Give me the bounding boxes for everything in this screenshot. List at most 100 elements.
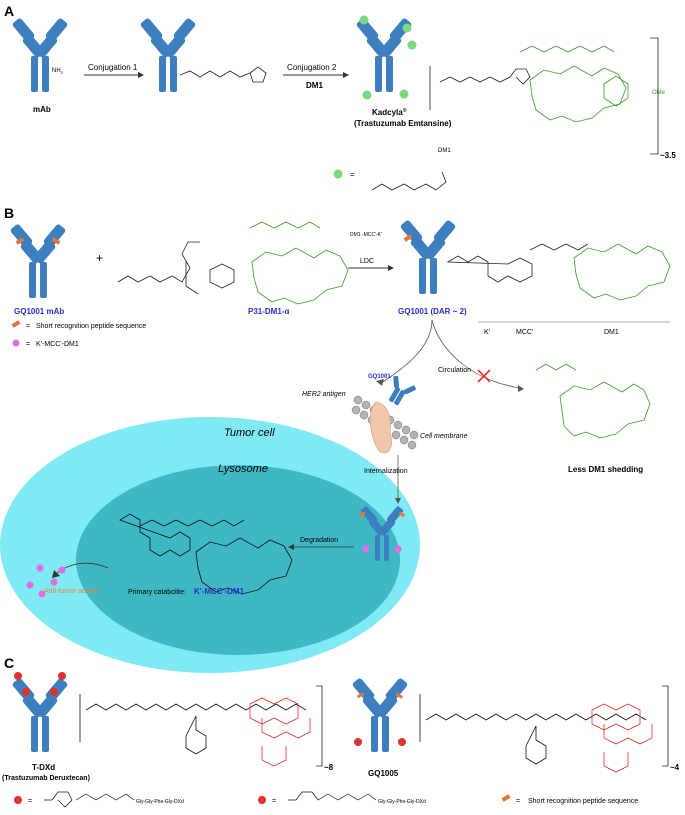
panel-label-b: B bbox=[4, 205, 14, 221]
peptide-tag bbox=[395, 692, 403, 699]
shed-dm1-structure bbox=[535, 363, 651, 439]
conjugation2-label: Conjugation 2 bbox=[287, 63, 337, 72]
segment-dm1: DM1 bbox=[604, 329, 619, 336]
less-shedding-label: Less DM1 shedding bbox=[568, 465, 643, 474]
legend-c-chain-2: Gly-Gly-Phe-Gly-DXd bbox=[378, 799, 426, 805]
p31-dm1-structure bbox=[249, 221, 349, 305]
dar-kadcyla: ~3.5 bbox=[660, 151, 676, 160]
legend-equals-a: = bbox=[350, 170, 355, 179]
drug-dot-red bbox=[58, 672, 66, 680]
dm1-mcc-k-label: DM1 -MCC'-K' bbox=[350, 232, 382, 238]
released-drug bbox=[26, 581, 34, 589]
dm1-reagent-label: DM1 bbox=[306, 81, 323, 90]
legend-b-equals-1: = bbox=[26, 323, 30, 330]
gq1005-linker-structure bbox=[419, 694, 647, 765]
cell-membrane-label: Cell membrane bbox=[420, 433, 468, 440]
antibody-bound bbox=[388, 375, 416, 406]
tumor-cell-label: Tumor cell bbox=[224, 427, 275, 439]
bracket-a bbox=[650, 37, 659, 155]
red-x-icon bbox=[477, 369, 491, 383]
legend-kmcc-dot bbox=[12, 339, 20, 347]
legend-b-equals-2: = bbox=[26, 341, 30, 348]
gq1001-dar-label: GQ1001 (DAR ~ 2) bbox=[398, 307, 467, 316]
legend-peptide-label: Short recognition peptide sequence bbox=[36, 323, 146, 330]
ldc-label: LDC bbox=[360, 258, 374, 265]
degradation-label: Degradation bbox=[300, 537, 338, 544]
mab-label: mAb bbox=[33, 105, 51, 114]
kadcyla-subtitle: (Trastuzumab Emtansine) bbox=[354, 119, 452, 128]
drug-dot-red bbox=[398, 738, 406, 746]
legend-c-equals-1: = bbox=[28, 798, 32, 805]
gq1005-dxd-structure bbox=[591, 703, 653, 773]
peptide-tag bbox=[51, 237, 61, 245]
her2-antigen bbox=[369, 401, 392, 454]
peptide-tag bbox=[358, 511, 366, 518]
catabolite-structure bbox=[119, 513, 293, 595]
released-drug bbox=[38, 590, 46, 598]
dar-tdxd: ~8 bbox=[324, 763, 334, 772]
catabolite-name: K'-MCC'-DM1 bbox=[194, 587, 245, 596]
mcc-linker-structure bbox=[179, 66, 267, 83]
bracket-tdxd bbox=[316, 685, 323, 767]
drug-dot-red bbox=[50, 688, 58, 696]
drug-dot-red bbox=[14, 672, 22, 680]
lysosome-label: Lysosome bbox=[218, 463, 268, 475]
antibody-gq1001-mab bbox=[9, 223, 67, 298]
antibody-maleimide bbox=[139, 17, 197, 92]
conjugation1-label: Conjugation 1 bbox=[88, 63, 138, 72]
nh2-label: NH2 bbox=[52, 68, 64, 75]
released-drug bbox=[50, 578, 58, 586]
released-drug bbox=[58, 566, 66, 574]
p31-peptide-structure bbox=[117, 241, 235, 295]
bracket-gq1005 bbox=[662, 685, 669, 767]
tdxd-subtitle: (Trastuzumab Deruxtecan) bbox=[2, 775, 90, 782]
legend-mcc-structure bbox=[371, 171, 447, 191]
peptide-tag bbox=[356, 692, 365, 699]
antibody-gq1001-adc bbox=[399, 219, 457, 294]
legend-dm1-dot bbox=[333, 169, 343, 179]
drug-dot bbox=[359, 15, 369, 25]
kadcyla-linker-structure bbox=[429, 66, 531, 110]
segment-k: K' bbox=[484, 329, 490, 336]
peptide-tag bbox=[398, 511, 406, 518]
circulation-label: Circulation bbox=[438, 367, 471, 374]
released-drug bbox=[36, 564, 44, 572]
lysosome bbox=[76, 465, 400, 655]
branch-line-left bbox=[379, 319, 433, 385]
legend-linker-structure-2 bbox=[288, 791, 377, 801]
legend-c-peptide-label: Short recognition peptide sequence bbox=[528, 798, 638, 805]
drug-dot-pink bbox=[394, 545, 402, 553]
antibody-tdxd bbox=[11, 677, 69, 752]
peptide-tag bbox=[403, 234, 413, 242]
gq1005-label: GQ1005 bbox=[368, 769, 399, 778]
panel-label-a: A bbox=[4, 3, 14, 19]
dm1-payload-structure bbox=[519, 45, 629, 123]
primary-catabolite-label: Primary catabolite: bbox=[128, 589, 186, 596]
legend-red-dot-2 bbox=[258, 796, 266, 804]
drug-dot-red bbox=[354, 738, 362, 746]
gq1001-linker-structure bbox=[446, 243, 589, 283]
drug-dot-pink bbox=[362, 545, 370, 553]
antibody-mab bbox=[11, 17, 69, 92]
drug-dot bbox=[402, 23, 412, 33]
legend-linker-structure-1 bbox=[44, 791, 135, 808]
drug-dot bbox=[362, 90, 372, 100]
branch-line-right bbox=[431, 319, 521, 389]
peptide-tag bbox=[15, 237, 25, 245]
her2-label: HER2 antigen bbox=[302, 391, 346, 398]
segment-mcc: MCC' bbox=[516, 329, 533, 336]
legend-red-dot-1 bbox=[14, 796, 22, 804]
tdxd-linker-structure bbox=[79, 694, 307, 755]
legend-dm1-label: DM1 bbox=[438, 148, 451, 154]
gq1001-mab-label: GQ1001 mAb bbox=[14, 307, 64, 316]
legend-c-chain-1: Gly-Gly-Phe-Gly-DXd bbox=[136, 799, 184, 805]
anti-tumor-label: Anti-tumor activity bbox=[44, 588, 100, 595]
drug-dot bbox=[399, 89, 409, 99]
legend-peptide-icon bbox=[11, 320, 21, 328]
dar-gq1005: ~4 bbox=[670, 763, 680, 772]
plus-sign: + bbox=[96, 251, 103, 265]
p31-label: P31-DM1-α bbox=[248, 307, 289, 316]
tdxd-label: T-DXd bbox=[32, 763, 55, 772]
drug-dot bbox=[407, 40, 417, 50]
